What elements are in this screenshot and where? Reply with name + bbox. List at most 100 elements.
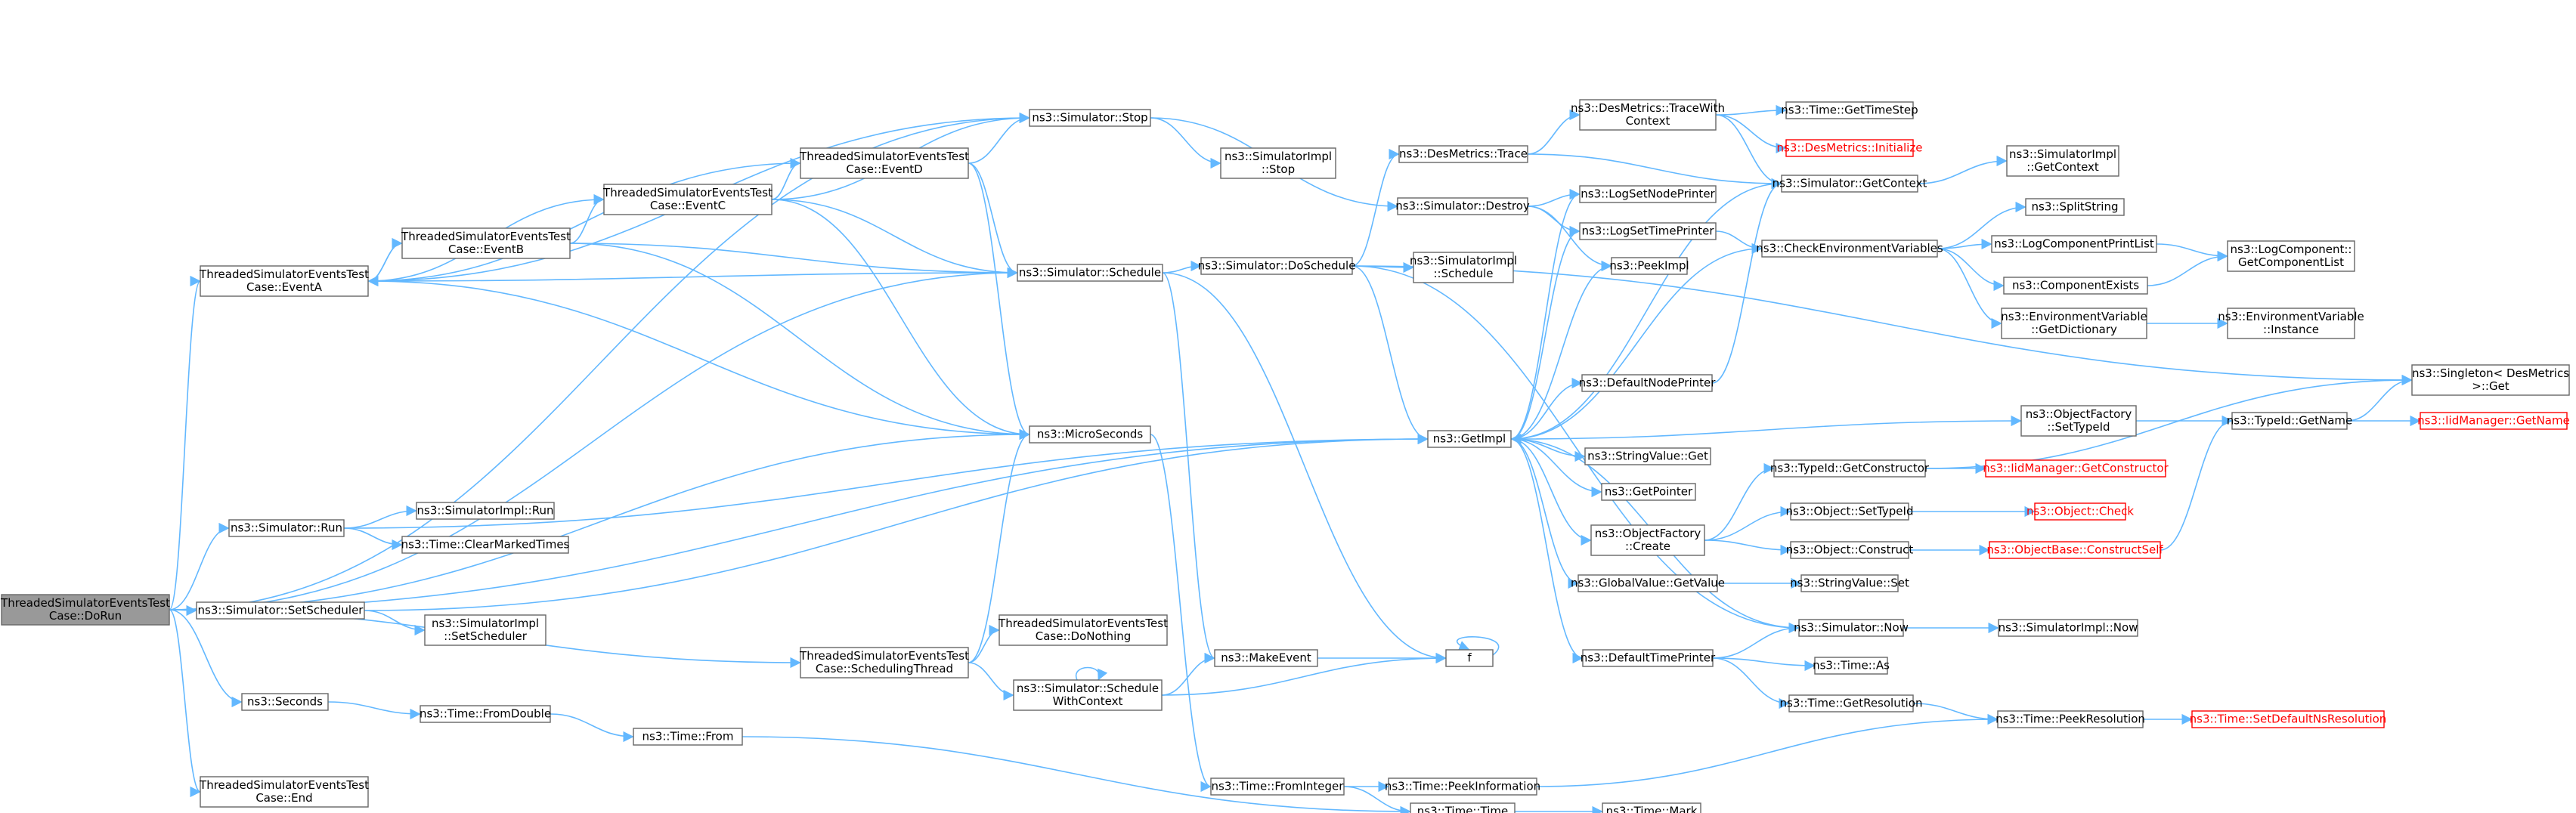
node-label: ::SetTypeId: [2047, 420, 2110, 434]
edge-path: [1912, 703, 1999, 725]
node-typeIdGetCtor[interactable]: ns3::TypeId::GetConstructor: [1770, 459, 1930, 478]
edge-objBaseCtor-to-typeIdGetName: [2160, 415, 2233, 551]
node-envInstance[interactable]: ns3::EnvironmentVariable::Instance: [2218, 308, 2364, 339]
node-objConstruct[interactable]: ns3::Object::Construct: [1786, 541, 1914, 559]
node-ofSetTypeId[interactable]: ns3::ObjectFactory::SetTypeId: [2020, 405, 2137, 437]
node-fromDouble[interactable]: ns3::Time::FromDouble: [420, 705, 551, 723]
edge-path: [1711, 178, 1782, 384]
node-micro[interactable]: ns3::MicroSeconds: [1029, 425, 1151, 444]
node-compExists[interactable]: ns3::ComponentExists: [2003, 277, 2148, 295]
node-logCompPrintList[interactable]: ns3::LogComponentPrintList: [1991, 235, 2157, 253]
node-box: [1397, 197, 1528, 215]
edge-eventA-to-micro: [367, 280, 1030, 441]
edge-ofCreate-to-objSetTypeId: [1704, 505, 1791, 541]
node-strValSet[interactable]: ns3::StringValue::Set: [1790, 574, 1909, 592]
edge-checkEnv-to-splitString: [1937, 201, 2026, 249]
edge-swc-to-swc: [1075, 666, 1108, 681]
node-clearMarked[interactable]: ns3::Time::ClearMarkedTimes: [401, 536, 570, 554]
edge-path: [1715, 230, 1763, 255]
node-label: Case::DoNothing: [1036, 629, 1132, 643]
node-fromT[interactable]: ns3::Time::From: [633, 728, 743, 746]
node-label: ns3::PeekImpl: [1609, 259, 1689, 273]
node-box: [2025, 198, 2125, 216]
edge-path: [1351, 265, 1429, 445]
node-label: ns3::ComponentExists: [2012, 279, 2139, 292]
node-box: [633, 728, 743, 746]
node-setDefRes[interactable]: ns3::Time::SetDefaultNsResolution: [2190, 710, 2387, 728]
node-fromInteger[interactable]: ns3::Time::FromInteger: [1210, 777, 1345, 796]
node-makeEvent[interactable]: ns3::MakeEvent: [1214, 649, 1318, 667]
node-simImplRun[interactable]: ns3::SimulatorImpl::Run: [416, 502, 555, 520]
edge-path: [1150, 434, 1212, 793]
node-getResolution[interactable]: ns3::Time::GetResolution: [1780, 694, 1923, 713]
node-box: [241, 693, 329, 711]
node-box: [2020, 405, 2137, 437]
node-getPointer[interactable]: ns3::GetPointer: [1601, 483, 1696, 501]
node-run[interactable]: ns3::Simulator::Run: [228, 519, 345, 537]
node-label: ns3::TypeId::GetConstructor: [1770, 462, 1930, 475]
node-setScheduler[interactable]: ns3::Simulator::SetScheduler: [196, 601, 365, 620]
node-stop[interactable]: ns3::Simulator::Stop: [1029, 109, 1151, 127]
node-doSchedule[interactable]: ns3::Simulator::DoSchedule: [1198, 257, 1356, 275]
node-getCompList[interactable]: ns3::LogComponent::GetComponentList: [2227, 240, 2355, 272]
node-ofCreate[interactable]: ns3::ObjectFactory::Create: [1590, 524, 1705, 556]
node-doNothing[interactable]: ThreadedSimulatorEventsTestCase::DoNothi…: [998, 614, 1168, 646]
node-defNodePrinter[interactable]: ns3::DefaultNodePrinter: [1579, 374, 1717, 392]
edge-path: [1510, 438, 1592, 546]
node-typeIdGetName[interactable]: ns3::TypeId::GetName: [2227, 412, 2352, 430]
node-desInit[interactable]: ns3::DesMetrics::Initialize: [1777, 139, 1923, 157]
node-objCheck[interactable]: ns3::Object::Check: [2026, 502, 2134, 521]
node-simImplSetSched[interactable]: ns3::SimulatorImpl::SetScheduler: [424, 614, 546, 646]
node-peekRes[interactable]: ns3::Time::PeekResolution: [1995, 710, 2145, 728]
node-objSetTypeId[interactable]: ns3::Object::SetTypeId: [1786, 502, 1914, 521]
node-timeMark[interactable]: ns3::Time::Mark: [1602, 802, 1701, 813]
node-singleton[interactable]: ns3::Singleton< DesMetrics >::Get: [2411, 364, 2570, 396]
node-objBaseCtor[interactable]: ns3::ObjectBase::ConstructSelf: [1986, 541, 2163, 559]
edge-defTimePrinter-to-timeAs: [1712, 657, 1816, 672]
node-simImplStop[interactable]: ns3::SimulatorImpl::Stop: [1220, 147, 1336, 179]
node-simImplGetCtx[interactable]: ns3::SimulatorImpl::GetContext: [2006, 145, 2119, 177]
node-getImpl[interactable]: ns3::GetImpl: [1427, 430, 1512, 448]
node-defTimePrinter[interactable]: ns3::DefaultTimePrinter: [1581, 649, 1716, 667]
node-logSetNode[interactable]: ns3::LogSetNodePrinter: [1579, 185, 1717, 203]
node-peekImpl[interactable]: ns3::PeekImpl: [1609, 257, 1689, 275]
node-iidGetName[interactable]: ns3::IidManager::GetName: [2417, 412, 2570, 430]
node-simImplNow[interactable]: ns3::SimulatorImpl::Now: [1998, 619, 2138, 637]
node-checkEnv[interactable]: ns3::CheckEnvironmentVariables: [1756, 240, 1943, 258]
node-logSetTime[interactable]: ns3::LogSetTimePrinter: [1579, 222, 1717, 240]
edge-path: [1162, 260, 1202, 274]
node-iidGetCtor[interactable]: ns3::IidManager::GetConstructor: [1983, 459, 2169, 478]
node-strValGet[interactable]: ns3::StringValue::Get: [1584, 447, 1711, 465]
node-schedThread[interactable]: ThreadedSimulatorEventsTestCase::Schedul…: [799, 647, 969, 679]
node-desTrace[interactable]: ns3::DesMetrics::Trace: [1398, 145, 1528, 163]
node-label: ThreadedSimulatorEventsTest: [998, 617, 1168, 630]
node-simImplSchedule[interactable]: ns3::SimulatorImpl::Schedule: [1410, 252, 1517, 283]
node-timeAs[interactable]: ns3::Time::As: [1813, 657, 1890, 675]
node-simNow[interactable]: ns3::Simulator::Now: [1794, 619, 1909, 637]
node-schedule[interactable]: ns3::Simulator::Schedule: [1017, 264, 1163, 282]
node-box: [1584, 447, 1711, 465]
node-splitString[interactable]: ns3::SplitString: [2025, 198, 2125, 216]
node-envGetDict[interactable]: ns3::EnvironmentVariable::GetDictionary: [2001, 308, 2147, 339]
node-destroy[interactable]: ns3::Simulator::Destroy: [1395, 197, 1530, 215]
node-label: Case::End: [255, 791, 312, 805]
node-seconds[interactable]: ns3::Seconds: [241, 693, 329, 711]
edge-path: [1510, 225, 1581, 440]
edge-eventA-to-schedule: [367, 267, 1018, 282]
node-gvGetValue[interactable]: ns3::GlobalValue::GetValue: [1571, 574, 1725, 592]
edge-path: [1075, 666, 1108, 681]
node-getTimeStep[interactable]: ns3::Time::GetTimeStep: [1781, 101, 1918, 119]
node-label: ns3::Simulator::Schedule: [1019, 266, 1161, 280]
node-getContext[interactable]: ns3::Simulator::GetContext: [1773, 175, 1927, 193]
node-peekInfo[interactable]: ns3::Time::PeekInformation: [1385, 777, 1540, 796]
node-timeTime[interactable]: ns3::Time::Time: [1410, 802, 1516, 813]
node-f[interactable]: f: [1445, 649, 1494, 667]
